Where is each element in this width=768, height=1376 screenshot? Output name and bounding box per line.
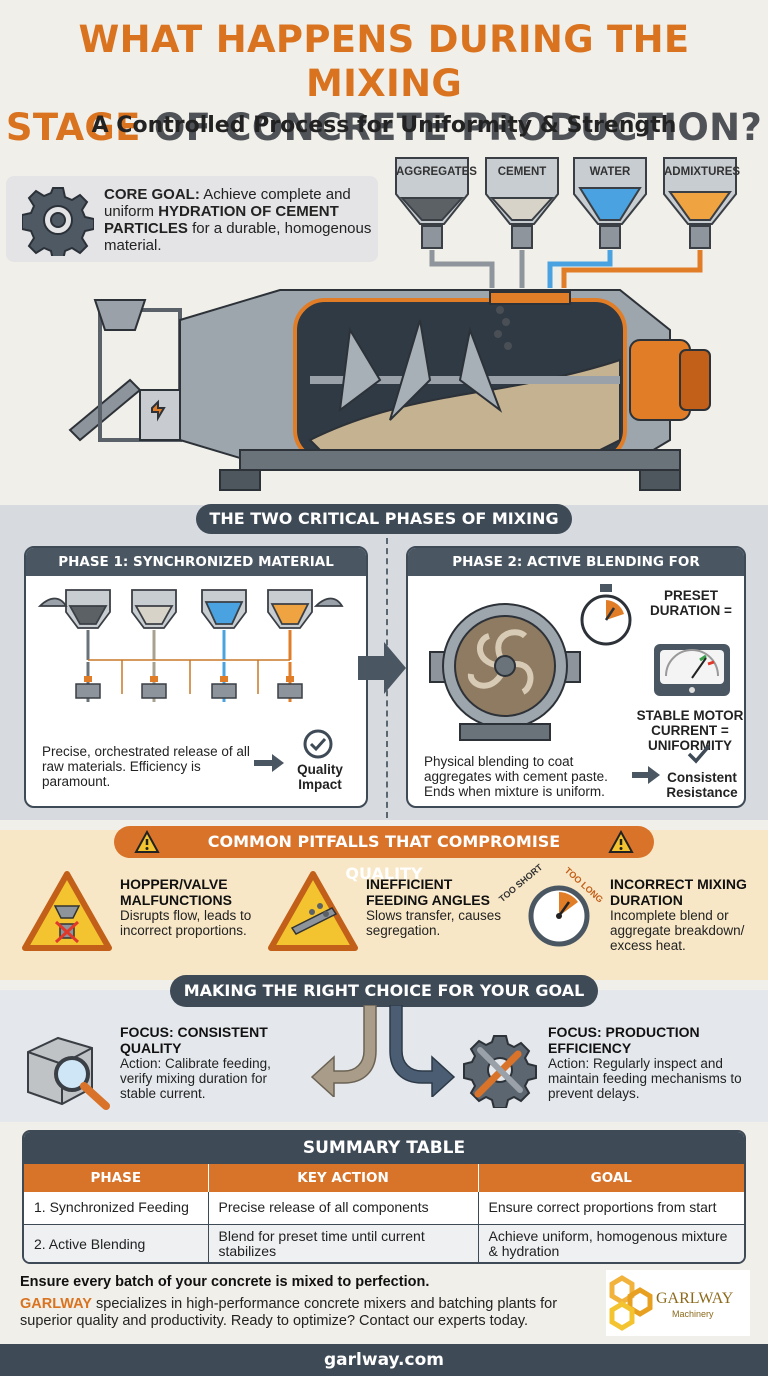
check-circle-icon xyxy=(303,729,333,759)
arrow-right-icon xyxy=(254,754,284,772)
phase1-title: PHASE 1: SYNCHRONIZED MATERIAL FEEDING xyxy=(26,548,366,598)
summary-title: SUMMARY TABLE xyxy=(24,1132,744,1164)
hopper-label-admixtures: ADMIXTURES xyxy=(664,166,741,178)
table-header: GOAL xyxy=(478,1164,744,1192)
mixer-drum-illustration xyxy=(68,289,711,491)
table-header: PHASE xyxy=(24,1164,209,1192)
cta-text: GARLWAY specializes in high-performance … xyxy=(20,1296,558,1329)
choice-heading: MAKING THE RIGHT CHOICE FOR YOUR GOAL xyxy=(170,975,598,1007)
pitfall2-text: Slows transfer, causes segregation. xyxy=(366,908,502,938)
summary-grid: PHASE KEY ACTION GOAL 1. Synchronized Fe… xyxy=(24,1164,744,1262)
hopper-label-cement: CEMENT xyxy=(497,166,547,178)
cta-brand: GARLWAY xyxy=(20,1296,92,1312)
preset-duration-label: PRESET DURATION = xyxy=(650,588,732,618)
stopwatch-icon xyxy=(580,584,632,646)
arrow-right-icon xyxy=(632,766,660,784)
hopper-row: AGGREGATES CEMENT WATER ADMIXTURES xyxy=(392,154,768,294)
cta-headline: Ensure every batch of your concrete is m… xyxy=(20,1274,430,1290)
feeding-angle-warning-icon xyxy=(268,871,358,951)
logo-name: GARLWAY xyxy=(656,1290,734,1307)
pitfalls-heading-pill: COMMON PITFALLS THAT COMPROMISE QUALITY xyxy=(114,826,654,883)
phase-arrow-icon xyxy=(358,642,406,694)
checkmark-icon xyxy=(687,744,711,764)
hopper-valve-warning-icon xyxy=(22,871,112,951)
magnifier-block-icon xyxy=(27,1036,110,1110)
fork-arrows-icon xyxy=(310,1005,456,1097)
summary-table: SUMMARY TABLE PHASE KEY ACTION GOAL 1. S… xyxy=(22,1130,746,1264)
hexagon-logo-icon xyxy=(609,1275,653,1331)
phase1-panel: PHASE 1: SYNCHRONIZED MATERIAL FEEDING P… xyxy=(24,546,368,808)
hopper-label-water: WATER xyxy=(589,166,631,178)
logo-sub: Machinery xyxy=(672,1309,714,1319)
table-row: 2. Active Blending Blend for preset time… xyxy=(24,1224,744,1262)
choice-section xyxy=(0,990,768,1122)
page-subtitle: A Controlled Process for Uniformity & St… xyxy=(91,113,677,138)
blending-drum-icon xyxy=(429,603,581,741)
phase1-result: Quality Impact xyxy=(297,762,343,792)
phase2-result: Consistent Resistance xyxy=(666,770,738,800)
choice-left-title: FOCUS: CONSISTENT QUALITY xyxy=(120,1024,268,1056)
table-cell: 2. Active Blending xyxy=(24,1224,209,1262)
pitfall2-title: INEFFICIENT FEEDING ANGLES xyxy=(366,876,490,908)
core-goal-text: CORE GOAL: Achieve complete and uniform … xyxy=(104,186,372,254)
pitfall3-title: INCORRECT MIXING DURATION xyxy=(610,876,747,908)
timer-duration-icon xyxy=(528,885,590,947)
table-cell: Achieve uniform, homogenous mixture & hy… xyxy=(488,1228,728,1260)
phase2-panel: PHASE 2: ACTIVE BLENDING FOR HOMOGENEITY… xyxy=(406,546,746,808)
hoppers-illustration xyxy=(395,157,737,288)
garlway-logo: GARLWAY Machinery xyxy=(606,1270,750,1336)
stable-current-label: STABLE MOTOR CURRENT = UNIFORMITY xyxy=(636,708,744,753)
phase2-title: PHASE 2: ACTIVE BLENDING FOR HOMOGENEITY xyxy=(408,548,744,598)
table-cell: Ensure correct proportions from start xyxy=(478,1192,744,1225)
pitfalls-heading: COMMON PITFALLS THAT COMPROMISE QUALITY xyxy=(207,832,561,883)
choice-right-title: FOCUS: PRODUCTION EFFICIENCY xyxy=(548,1024,700,1056)
warning-icon xyxy=(134,830,160,853)
gear-icon xyxy=(22,187,94,256)
ammeter-gauge-icon xyxy=(654,644,730,696)
table-cell: Precise release of all components xyxy=(208,1192,479,1225)
table-cell: 1. Synchronized Feeding xyxy=(24,1192,209,1225)
choice-right-text: Action: Regularly inspect and maintain f… xyxy=(548,1056,742,1101)
page-title: WHAT HAPPENS DURING THE MIXING STAGE OF … xyxy=(5,18,763,149)
phase1-text: Precise, orchestrated release of all raw… xyxy=(42,744,250,789)
pitfall1-title: HOPPER/VALVE MALFUNCTIONS xyxy=(120,876,232,908)
table-cell: Blend for preset time until current stab… xyxy=(208,1224,479,1262)
table-header: KEY ACTION xyxy=(208,1164,479,1192)
hopper-label-aggregates: AGGREGATES xyxy=(396,166,477,178)
table-header-row: PHASE KEY ACTION GOAL xyxy=(24,1164,744,1192)
gear-tools-icon xyxy=(463,1035,537,1108)
feeding-hoppers-icon xyxy=(37,589,344,702)
footer-url[interactable]: garlway.com xyxy=(0,1344,768,1376)
table-row: 1. Synchronized Feeding Precise release … xyxy=(24,1192,744,1225)
choice-left-text: Action: Calibrate feeding, verify mixing… xyxy=(120,1056,271,1101)
pitfall1-text: Disrupts flow, leads to incorrect propor… xyxy=(120,908,252,938)
warning-icon xyxy=(608,830,634,853)
phases-heading: THE TWO CRITICAL PHASES OF MIXING xyxy=(196,504,572,534)
phase2-text: Physical blending to coat aggregates wit… xyxy=(424,754,608,799)
pitfall3-text: Incomplete blend or aggregate breakdown/… xyxy=(610,908,745,953)
